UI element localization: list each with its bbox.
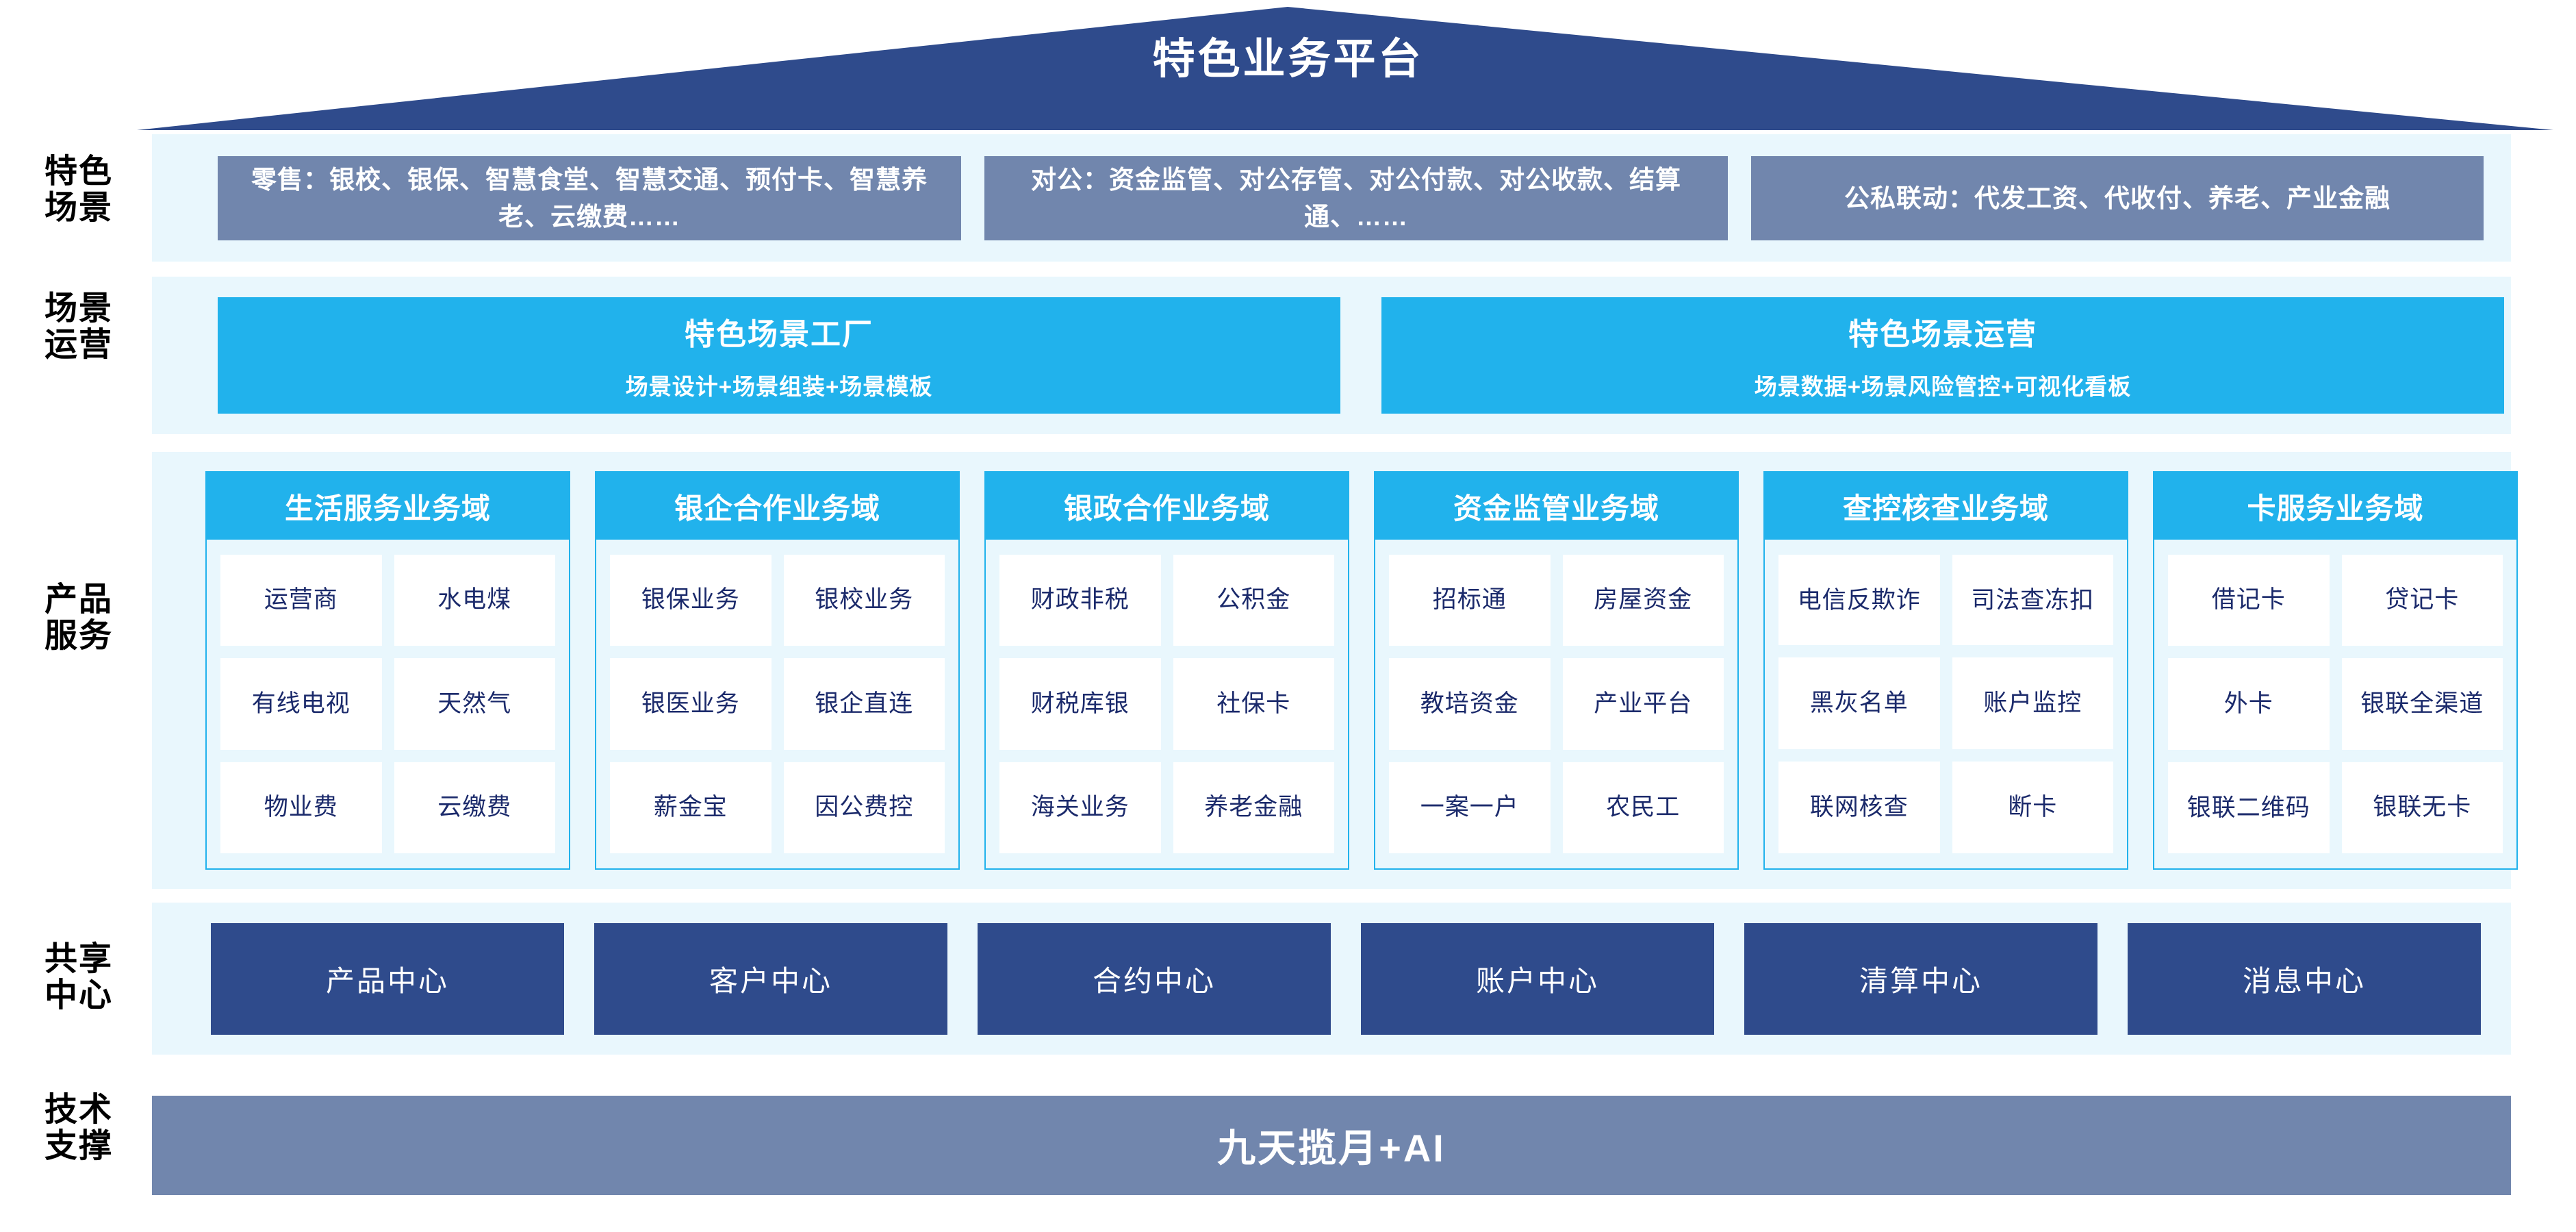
operations-row: 特色场景工厂 场景设计+场景组装+场景模板 特色场景运营 场景数据+场景风险管控… <box>218 297 2504 414</box>
scenario-box-retail[interactable]: 零售：银校、银保、智慧食堂、智慧交通、预付卡、智慧养老、云缴费…… <box>218 156 961 240</box>
platform-roof: 特色业务平台 <box>0 0 2576 134</box>
rail-label-center: 共享 中心 <box>14 941 144 1014</box>
domain-item[interactable]: 薪金宝 <box>610 762 771 853</box>
shared-center-customer[interactable]: 客户中心 <box>594 923 947 1035</box>
domain-card-bank-government[interactable]: 银政合作业务域 财政非税 公积金 财税库银 社保卡 海关业务 养老金融 <box>984 471 1349 870</box>
scenario-box-corporate[interactable]: 对公：资金监管、对公存管、对公付款、对公收款、结算通、…… <box>984 156 1728 240</box>
rail-label-tech-line2: 支撑 <box>44 1127 113 1164</box>
operations-operate-title: 特色场景运营 <box>1848 318 2037 351</box>
rail-label-product: 产品 服务 <box>14 581 144 655</box>
domain-item[interactable]: 联网核查 <box>1778 762 1940 853</box>
domain-item[interactable]: 天然气 <box>394 658 555 750</box>
rail-label-product-line1: 产品 <box>44 581 113 618</box>
rail-label-product-line2: 服务 <box>44 617 113 654</box>
rail-label-tech-line1: 技术 <box>44 1092 113 1128</box>
domain-title-life-service: 生活服务业务域 <box>207 473 569 540</box>
operations-box-operate[interactable]: 特色场景运营 场景数据+场景风险管控+可视化看板 <box>1381 297 2504 414</box>
domain-item[interactable]: 物业费 <box>220 762 382 853</box>
domain-items-bank-government: 财政非税 公积金 财税库银 社保卡 海关业务 养老金融 <box>986 540 1348 868</box>
domain-item[interactable]: 银校业务 <box>783 555 945 646</box>
domain-items-life-service: 运营商 水电煤 有线电视 天然气 物业费 云缴费 <box>207 540 569 868</box>
domain-item[interactable]: 产业平台 <box>1562 658 1724 750</box>
domain-item[interactable]: 农民工 <box>1562 762 1724 853</box>
domain-item[interactable]: 因公费控 <box>783 762 945 853</box>
domain-title-bank-enterprise: 银企合作业务域 <box>596 473 958 540</box>
domain-item[interactable]: 断卡 <box>1952 762 2113 853</box>
domain-item[interactable]: 教培资金 <box>1389 658 1551 750</box>
domain-title-card-service: 卡服务业务域 <box>2154 473 2516 540</box>
rail-label-center-line1: 共享 <box>44 941 113 977</box>
domain-card-life-service[interactable]: 生活服务业务域 运营商 水电煤 有线电视 天然气 物业费 云缴费 <box>205 471 570 870</box>
domain-item[interactable]: 借记卡 <box>2168 555 2330 646</box>
domain-card-bank-enterprise[interactable]: 银企合作业务域 银保业务 银校业务 银医业务 银企直连 薪金宝 因公费控 <box>595 471 960 870</box>
domain-item[interactable]: 银联无卡 <box>2341 762 2503 853</box>
domain-item[interactable]: 有线电视 <box>220 658 382 750</box>
domain-title-bank-government: 银政合作业务域 <box>986 473 1348 540</box>
page-title: 特色业务平台 <box>1152 36 1424 83</box>
domain-item[interactable]: 海关业务 <box>999 762 1161 853</box>
domain-item[interactable]: 银保业务 <box>610 555 771 646</box>
domain-title-fund-supervision: 资金监管业务域 <box>1375 473 1737 540</box>
domain-card-fund-supervision[interactable]: 资金监管业务域 招标通 房屋资金 教培资金 产业平台 一案一户 农民工 <box>1374 471 1739 870</box>
domain-item[interactable]: 外卡 <box>2168 658 2330 750</box>
domain-item[interactable]: 财税库银 <box>999 658 1161 750</box>
domain-item[interactable]: 贷记卡 <box>2341 555 2503 646</box>
scenario-box-linkage[interactable]: 公私联动：代发工资、代收付、养老、产业金融 <box>1751 156 2484 240</box>
rail-label-ops-line1: 场景 <box>44 290 113 327</box>
shared-center-contract[interactable]: 合约中心 <box>978 923 1331 1035</box>
domain-items-bank-enterprise: 银保业务 银校业务 银医业务 银企直连 薪金宝 因公费控 <box>596 540 958 868</box>
domain-item[interactable]: 公积金 <box>1173 555 1334 646</box>
domain-card-investigation[interactable]: 查控核查业务域 电信反欺诈 司法查冻扣 黑灰名单 账户监控 联网核查 断卡 <box>1763 471 2128 870</box>
domain-items-card-service: 借记卡 贷记卡 外卡 银联全渠道 银联二维码 银联无卡 <box>2154 540 2516 868</box>
operations-factory-title: 特色场景工厂 <box>685 318 873 351</box>
domain-item[interactable]: 养老金融 <box>1173 762 1334 853</box>
domain-title-investigation: 查控核查业务域 <box>1765 473 2127 540</box>
scenario-row: 零售：银校、银保、智慧食堂、智慧交通、预付卡、智慧养老、云缴费…… 对公：资金监… <box>218 156 2484 240</box>
domain-item[interactable]: 水电煤 <box>394 555 555 646</box>
shared-center-row: 产品中心 客户中心 合约中心 账户中心 清算中心 消息中心 <box>211 923 2481 1035</box>
shared-center-message[interactable]: 消息中心 <box>2128 923 2481 1035</box>
domain-item[interactable]: 银联二维码 <box>2168 762 2330 853</box>
domain-item[interactable]: 房屋资金 <box>1562 555 1724 646</box>
domain-items-fund-supervision: 招标通 房屋资金 教培资金 产业平台 一案一户 农民工 <box>1375 540 1737 868</box>
domain-item[interactable]: 一案一户 <box>1389 762 1551 853</box>
domain-item[interactable]: 社保卡 <box>1173 658 1334 750</box>
rail-label-tech: 技术 支撑 <box>14 1092 144 1165</box>
rail-label-scene-line2: 场景 <box>44 189 113 226</box>
operations-box-factory[interactable]: 特色场景工厂 场景设计+场景组装+场景模板 <box>218 297 1340 414</box>
shared-center-account[interactable]: 账户中心 <box>1361 923 1714 1035</box>
operations-factory-subtitle: 场景设计+场景组装+场景模板 <box>625 374 933 399</box>
operations-operate-subtitle: 场景数据+场景风险管控+可视化看板 <box>1754 374 2132 399</box>
shared-center-product[interactable]: 产品中心 <box>211 923 564 1035</box>
domain-card-card-service[interactable]: 卡服务业务域 借记卡 贷记卡 外卡 银联全渠道 银联二维码 银联无卡 <box>2153 471 2518 870</box>
shared-center-clearing[interactable]: 清算中心 <box>1744 923 2097 1035</box>
rail-label-scene: 特色 场景 <box>14 153 144 227</box>
domain-item[interactable]: 招标通 <box>1389 555 1551 646</box>
rail-label-scene-line1: 特色 <box>44 153 113 190</box>
domain-item[interactable]: 银企直连 <box>783 658 945 750</box>
tech-support-bar[interactable]: 九天揽月+AI <box>152 1096 2511 1195</box>
domain-item[interactable]: 运营商 <box>220 555 382 646</box>
rail-label-ops-line2: 运营 <box>44 326 113 363</box>
domain-item[interactable]: 电信反欺诈 <box>1778 555 1940 646</box>
domain-item[interactable]: 云缴费 <box>394 762 555 853</box>
domain-item[interactable]: 司法查冻扣 <box>1952 555 2113 646</box>
rail-label-ops: 场景 运营 <box>14 290 144 364</box>
domain-item[interactable]: 账户监控 <box>1952 657 2113 750</box>
domain-item[interactable]: 银医业务 <box>610 658 771 750</box>
rail-label-center-line2: 中心 <box>44 977 113 1014</box>
domain-item[interactable]: 黑灰名单 <box>1778 657 1940 750</box>
domain-items-investigation: 电信反欺诈 司法查冻扣 黑灰名单 账户监控 联网核查 断卡 <box>1765 540 2127 868</box>
domain-row: 生活服务业务域 运营商 水电煤 有线电视 天然气 物业费 云缴费 银企合作业务域… <box>205 471 2518 870</box>
domain-item[interactable]: 财政非税 <box>999 555 1161 646</box>
domain-item[interactable]: 银联全渠道 <box>2341 658 2503 750</box>
